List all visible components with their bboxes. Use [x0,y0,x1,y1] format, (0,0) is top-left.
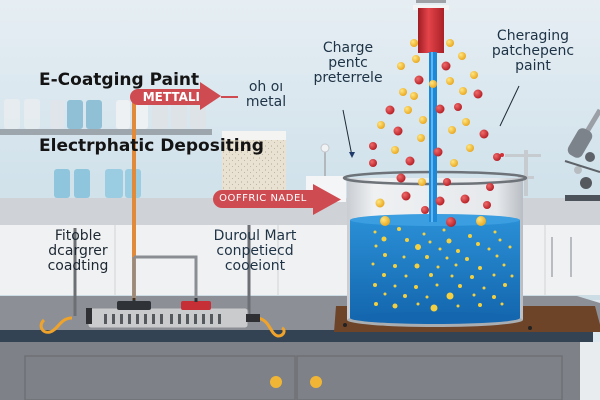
cable-right [255,316,286,338]
jar-icon [67,100,83,129]
duroul-line-2: conpetiecd [216,243,294,259]
jar-icon [116,100,130,129]
cabinet [0,342,580,400]
metal-sign: METTALI [130,89,202,105]
fitoble-line-2: dcargrer [48,243,108,259]
anode-electrode [413,0,449,222]
workbench-edge [0,330,593,342]
jar-icon [54,169,70,198]
charge-line-1: Charge [322,40,374,56]
power-supply-unit [86,298,260,329]
charge-label: Charge pentc preterrele [298,41,398,86]
metal-arrow-head [200,82,221,110]
fitoble-line-3: coadting [47,258,109,274]
paint-bath [350,220,520,318]
page-title: E-Coatging Paint Electrphatic Depositing [39,25,264,179]
charging-line-2: patchepenc [491,43,575,59]
cable-left [39,316,73,334]
charge-pointer-line [342,109,353,157]
jar-icon [4,99,20,129]
charged-paint-particles [369,39,501,227]
charge-line-2: pentc [328,55,368,71]
charging-line-1: Cheraging [496,28,570,44]
jar-icon [50,100,64,129]
jar-icon [152,101,168,129]
offric-arrow-head [313,184,341,215]
duroul-line-3: cooeiont [224,258,286,274]
cabinet-knob [270,376,282,388]
cabinet-knob [310,376,322,388]
jar-icon [74,169,90,198]
charging-paint-label: Cheraging patchepenc paint [478,29,588,74]
metal-note-line-1: oh oı [248,79,284,95]
cabinet-handle [551,237,553,277]
jar-icon [134,101,148,129]
negative-terminal [117,301,151,310]
lower-shelf [54,169,141,198]
metal-note: oh oı metal [236,80,296,110]
duroul-line-1: Duroul Mart [213,228,297,244]
microscope-icon [564,108,600,201]
cabinet-handle [570,237,572,277]
electrical-wiring [39,98,286,338]
offric-sign: OOFFRIC NADEL [213,190,313,208]
charging-line-3: paint [515,58,551,74]
jar-icon [86,100,102,129]
jar-icon [105,169,123,198]
jar-icon [171,101,187,129]
fitoble-label: Fitoble dcargrer coadting [38,229,118,274]
upper-shelf [0,99,212,135]
jar-icon [24,99,40,129]
positive-terminal [181,301,211,310]
charging-pointer-line [499,85,520,127]
dispersed-paint-particles [371,227,514,312]
duroul-label: Duroul Mart conpetiecd cooeiont [200,229,310,274]
electrodeposition-tank [342,170,528,327]
metal-note-line-2: metal [245,94,287,110]
title-line-2: Electrphatic Depositing [39,136,264,156]
title-line-1: E-Coatging Paint [39,70,200,90]
charge-line-3: preterrele [313,70,383,86]
fitoble-line-1: Fitoble [54,228,102,244]
